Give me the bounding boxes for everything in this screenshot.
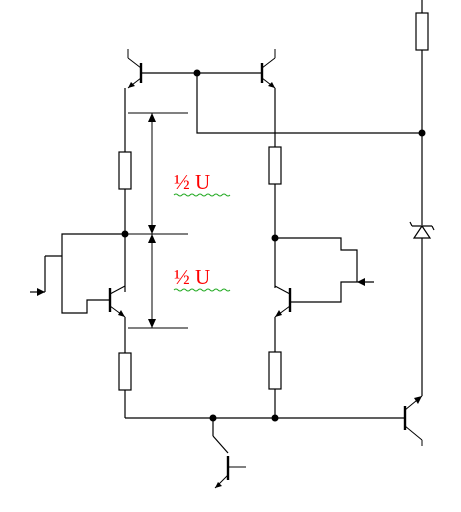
label-upper-half-voltage: ½ U — [174, 170, 210, 194]
resistor-right-bottom — [268, 351, 282, 390]
junction-bottom-right — [271, 414, 279, 422]
transistor-mid-right — [274, 285, 292, 318]
input-arrow-right — [357, 278, 365, 286]
transistor-mid-left — [108, 285, 126, 318]
transistor-output — [403, 395, 423, 446]
resistor-right-top — [268, 146, 282, 185]
bottom-rail — [125, 414, 405, 489]
resistor-left-bottom — [118, 352, 132, 391]
voltage-measurement — [128, 112, 188, 329]
junction-top-bases — [193, 69, 201, 77]
input-arrow-left — [37, 288, 45, 296]
label-lower-half-voltage: ½ U — [174, 265, 210, 289]
mirror-base-wiring — [141, 69, 426, 137]
transistor-top-left — [127, 49, 143, 89]
transistor-bottom-tail — [212, 435, 246, 489]
spellcheck-underline-lower — [173, 288, 231, 292]
right-branch — [268, 88, 374, 418]
right-rail — [403, 0, 435, 446]
resistor-rail-top — [415, 12, 429, 51]
spellcheck-underline-upper — [173, 193, 231, 197]
left-branch — [30, 88, 132, 418]
resistor-left-top — [118, 151, 132, 190]
transistor-top-right — [260, 49, 276, 89]
